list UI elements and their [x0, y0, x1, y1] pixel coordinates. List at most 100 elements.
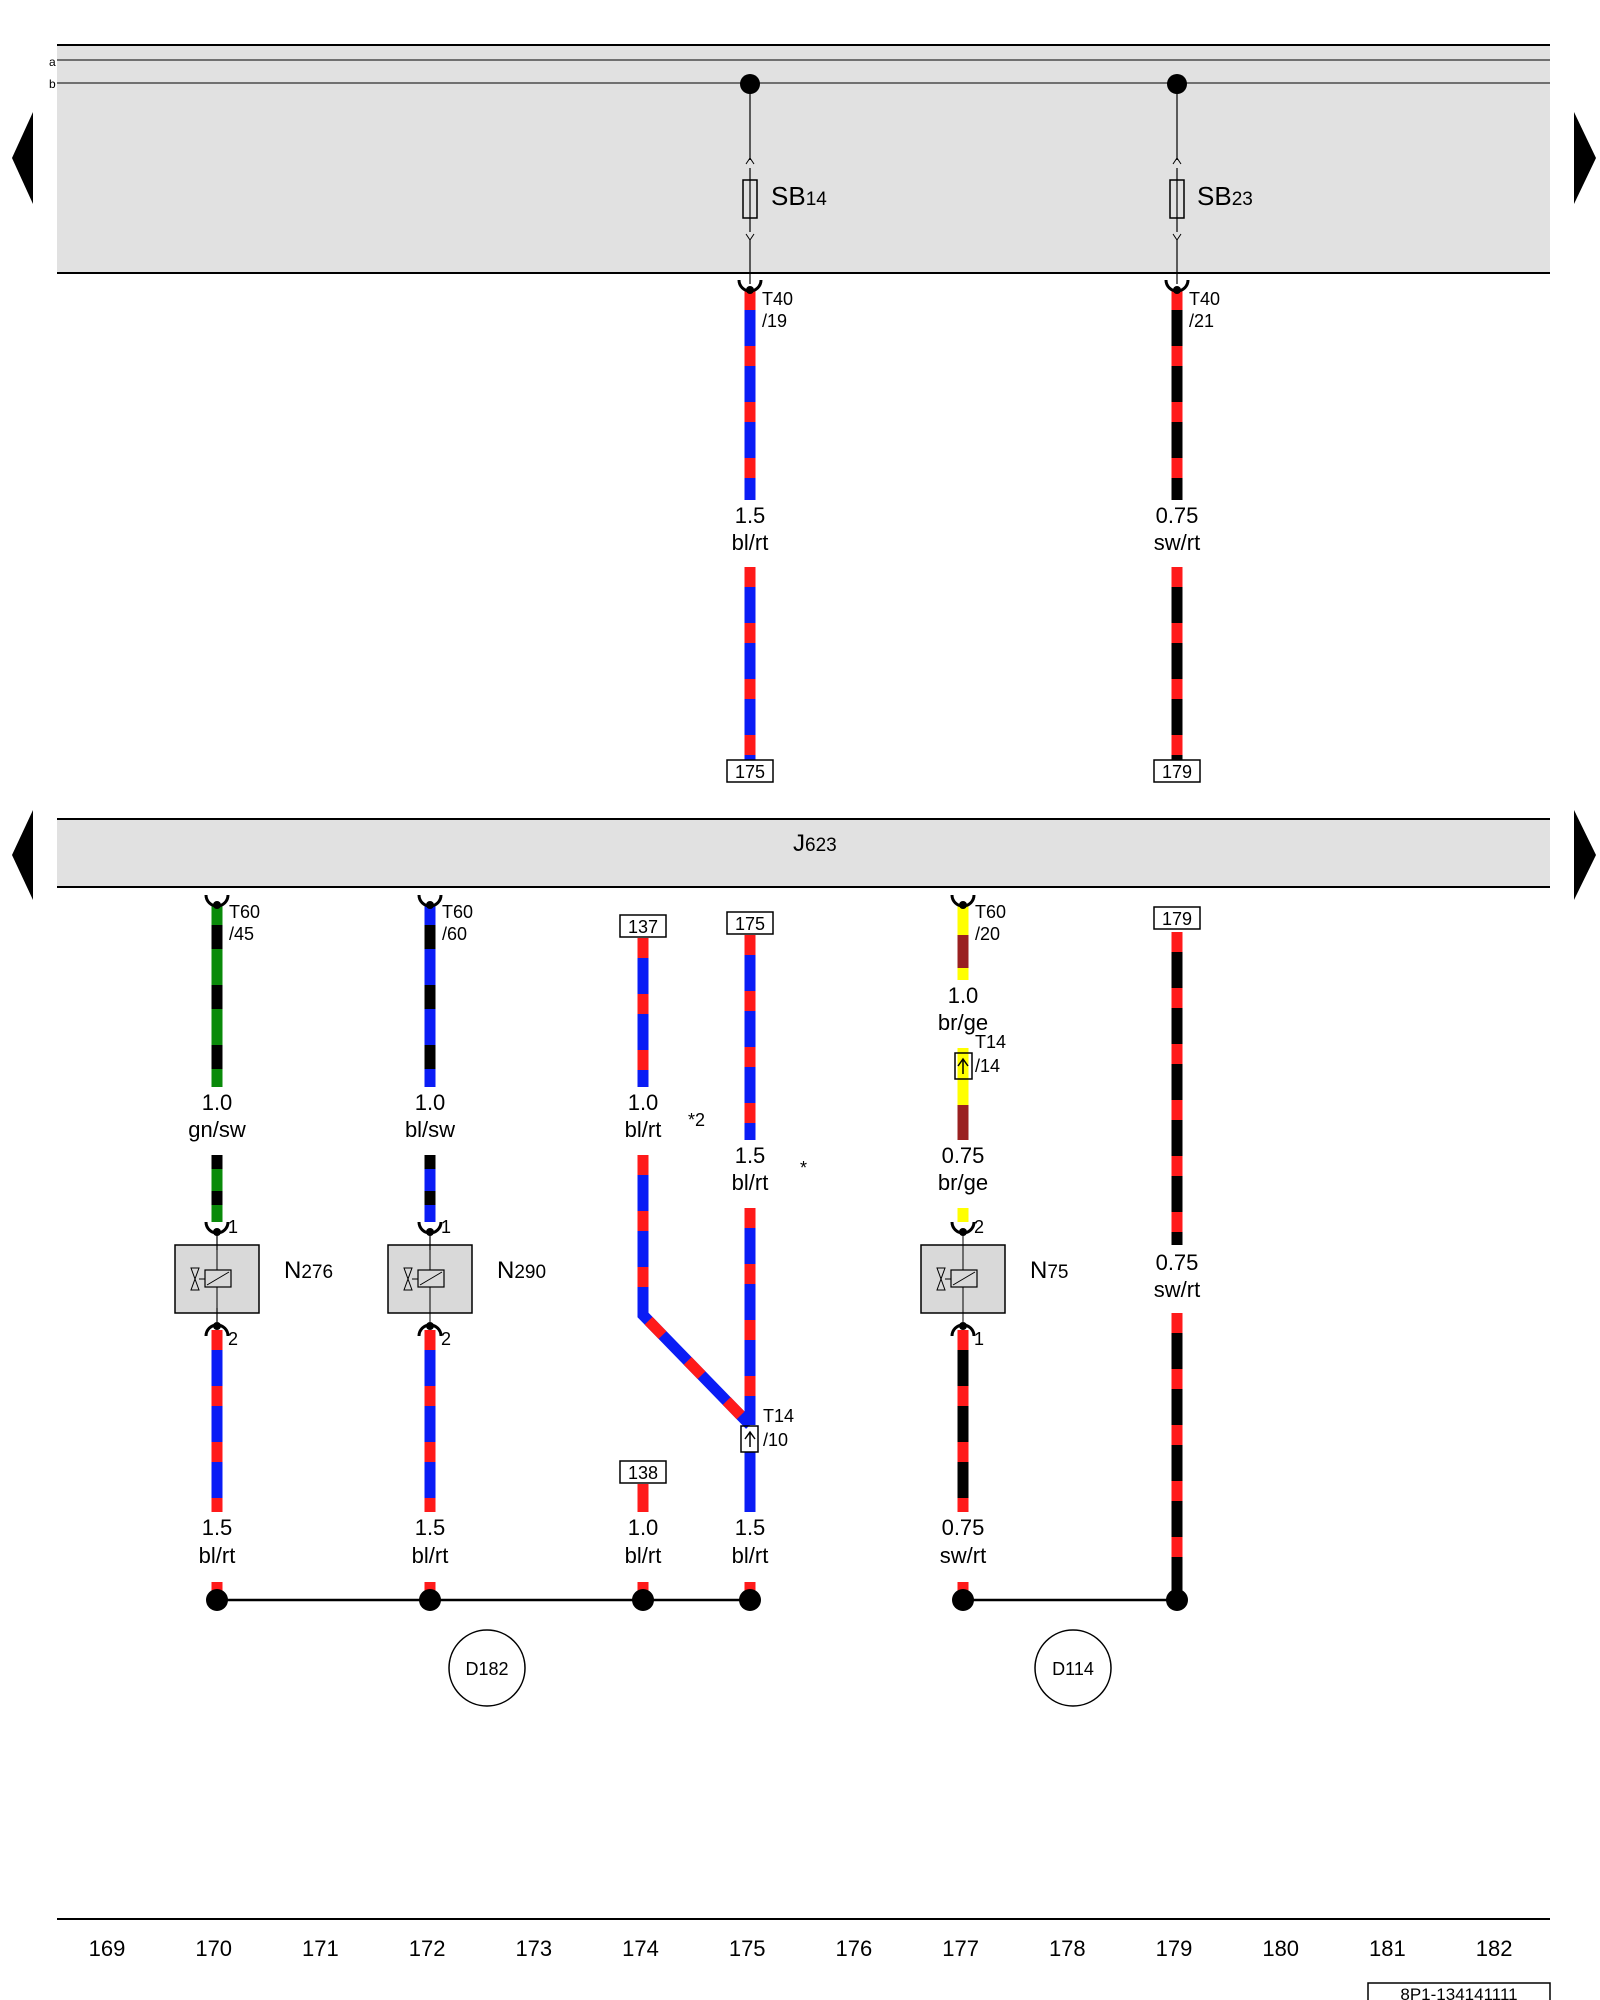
wire-size-label: 1.5 — [735, 503, 766, 528]
ground-point-d114-icon[interactable] — [1034, 1629, 1112, 1707]
ground-point-d114-label: D114 — [1052, 1659, 1094, 1679]
wire-size-label: 1.5 — [415, 1515, 446, 1540]
next-page-arrow-icon-2[interactable] — [1574, 810, 1596, 900]
footnote-marker: *2 — [688, 1110, 705, 1130]
track-number: 179 — [1156, 1936, 1193, 1961]
prev-page-arrow-icon-2[interactable] — [12, 810, 33, 900]
wire-size-label: 0.75 — [942, 1515, 985, 1540]
wire-color-label: bl/sw — [405, 1117, 455, 1142]
ref-box-179-lower[interactable] — [1153, 906, 1201, 930]
wire-size-label: 1.0 — [415, 1090, 446, 1115]
track-number: 176 — [836, 1936, 873, 1961]
ref-box-179-label: 179 — [1162, 762, 1192, 782]
track-number: 181 — [1369, 1936, 1406, 1961]
wire-color-label: bl/rt — [412, 1543, 449, 1568]
connector-t14-10-pin: /10 — [763, 1430, 788, 1450]
component-n290[interactable] — [387, 1221, 473, 1337]
component-n276-pin-bottom: 2 — [228, 1329, 238, 1349]
track-number: 171 — [302, 1936, 339, 1961]
connector-t14-10-name: T14 — [763, 1406, 794, 1426]
fuse-sb14 — [740, 74, 760, 284]
wire-size-label: 1.5 — [735, 1515, 766, 1540]
wire-color-label: sw/rt — [1154, 530, 1200, 555]
track-number: 180 — [1262, 1936, 1299, 1961]
wire-bl-rt-174-diag-stripe — [637, 1155, 754, 1429]
track-number: 169 — [89, 1936, 126, 1961]
wire-size-label: 1.5 — [735, 1143, 766, 1168]
component-n75-label: N75 — [1030, 1257, 1068, 1284]
wire-color-label: bl/rt — [732, 530, 769, 555]
connector-t60-60-pin: /60 — [442, 924, 467, 944]
wire-size-label: 1.5 — [202, 1515, 233, 1540]
control-unit-j623 — [57, 819, 1550, 887]
connector-t14-10-icon — [740, 1425, 759, 1453]
track-number: 170 — [195, 1936, 232, 1961]
prev-page-arrow-icon[interactable] — [12, 112, 33, 204]
wire-color-label: br/ge — [938, 1170, 988, 1195]
connector-t14-14-name: T14 — [975, 1032, 1006, 1052]
component-n276-label: N276 — [284, 1257, 333, 1284]
track-number: 178 — [1049, 1936, 1086, 1961]
component-n75[interactable] — [920, 1221, 1006, 1337]
ref-box-175-label: 175 — [735, 762, 765, 782]
wire-color-label: sw/rt — [940, 1543, 986, 1568]
rail-b-label: b — [49, 77, 56, 91]
track-number: 172 — [409, 1936, 446, 1961]
ref-box-175-lower-label: 175 — [735, 914, 765, 934]
ref-box-138[interactable] — [619, 1460, 667, 1484]
track-number: 177 — [942, 1936, 979, 1961]
fuse-sb23-label: SB23 — [1197, 181, 1253, 211]
rail-a-label: a — [49, 55, 56, 69]
component-n290-label: N290 — [497, 1257, 546, 1284]
ground-point-d182-label: D182 — [465, 1659, 508, 1679]
wire-color-label: bl/rt — [625, 1543, 662, 1568]
component-n276-pin-top: 1 — [228, 1217, 238, 1237]
control-unit-j623-label: J623 — [793, 830, 837, 857]
connector-t60-20-name: T60 — [975, 902, 1006, 922]
doc-id-box — [1367, 1982, 1551, 2000]
track-number: 174 — [622, 1936, 659, 1961]
fuse-panel — [57, 45, 1550, 273]
doc-id-label: 8P1-134141111 — [1400, 1985, 1517, 2000]
wire-color-label: sw/rt — [1154, 1277, 1200, 1302]
wire-size-label: 0.75 — [1156, 1250, 1199, 1275]
ground-point-d182-icon[interactable] — [448, 1629, 526, 1707]
connector-t14-14-pin: /14 — [975, 1056, 1000, 1076]
connector-t40-21-pin: /21 — [1189, 311, 1214, 331]
connector-t60-45-pin: /45 — [229, 924, 254, 944]
fuse-sb14-label: SB14 — [771, 181, 827, 211]
connector-t60-20-pin: /20 — [975, 924, 1000, 944]
connector-t60-45-name: T60 — [229, 902, 260, 922]
fuse-sb23 — [1167, 74, 1187, 284]
component-n276[interactable] — [174, 1221, 260, 1337]
ref-box-138-label: 138 — [628, 1463, 658, 1483]
wire-size-label: 1.0 — [628, 1090, 659, 1115]
ref-box-179[interactable] — [1153, 759, 1201, 783]
connector-t40-19-name: T40 — [762, 289, 793, 309]
wire-size-label: 0.75 — [942, 1143, 985, 1168]
track-number: 182 — [1476, 1936, 1513, 1961]
next-page-arrow-icon[interactable] — [1574, 112, 1596, 204]
ref-box-137-label: 137 — [628, 917, 658, 937]
wire-size-label: 1.0 — [948, 983, 979, 1008]
connector-t40-19-pin: /19 — [762, 311, 787, 331]
connector-t14-14-icon — [954, 1052, 973, 1080]
wire-color-label: br/ge — [938, 1010, 988, 1035]
wire-color-label: bl/rt — [625, 1117, 662, 1142]
wire-color-label: bl/rt — [732, 1543, 769, 1568]
ref-box-179-lower-label: 179 — [1162, 909, 1192, 929]
ref-box-175[interactable] — [726, 759, 774, 783]
track-number: 175 — [729, 1936, 766, 1961]
wire-bl-rt-174-diag — [637, 1155, 754, 1429]
component-n75-pin-top: 2 — [974, 1217, 984, 1237]
ref-box-175-lower[interactable] — [726, 911, 774, 935]
component-n290-pin-top: 1 — [441, 1217, 451, 1237]
component-n290-pin-bottom: 2 — [441, 1329, 451, 1349]
wire-color-label: bl/rt — [732, 1170, 769, 1195]
ref-box-137[interactable] — [619, 914, 667, 938]
component-n75-pin-bottom: 1 — [974, 1329, 984, 1349]
wire-size-label: 1.0 — [628, 1515, 659, 1540]
wire-color-label: gn/sw — [188, 1117, 246, 1142]
